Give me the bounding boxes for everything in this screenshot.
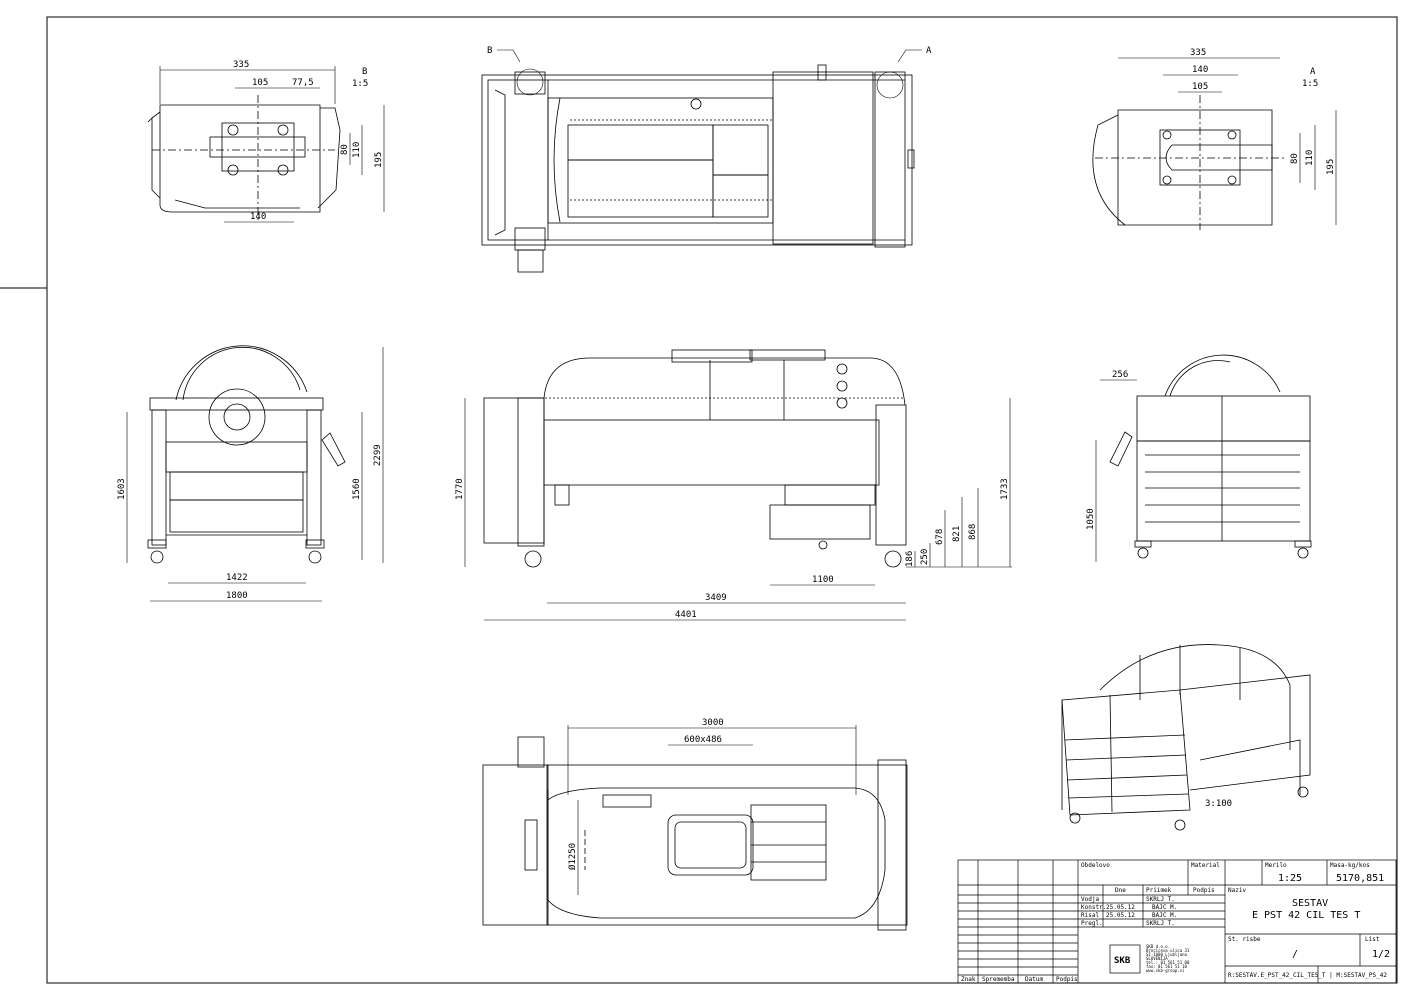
company-logo: SKB <box>1114 956 1131 966</box>
tb-merilo-value: 1:25 <box>1278 873 1302 884</box>
dim-140-a: 140 <box>1192 65 1208 75</box>
dim-1422: 1422 <box>226 573 248 583</box>
dim-2299: 2299 <box>373 444 383 466</box>
callout-a: A <box>926 46 932 56</box>
dim-868: 868 <box>968 524 978 540</box>
plan-view-dimensions <box>567 725 857 895</box>
detail-view-b <box>147 95 341 220</box>
dim-4401: 4401 <box>675 610 697 620</box>
detail-b-dimensions <box>159 66 385 223</box>
dim-335-b: 335 <box>233 60 249 70</box>
tb-path: R:SESTAV.E_PST_42_CIL_TES_T | M:SESTAV_P… <box>1228 972 1387 979</box>
tb-st-risbe-label: St. risbe <box>1228 936 1261 943</box>
isometric-view <box>1061 644 1311 831</box>
tb-row-role: Pregl. <box>1081 920 1103 927</box>
dim-1770: 1770 <box>455 478 465 500</box>
dim-600x486: 600x486 <box>684 735 722 745</box>
tb-row-name: BAJC M. <box>1152 904 1177 911</box>
plan-view <box>482 736 908 931</box>
rev-col-znak: Znak <box>961 976 976 983</box>
dim-1800: 1800 <box>226 591 248 601</box>
dim-821: 821 <box>952 526 962 542</box>
dim-256: 256 <box>1112 370 1128 380</box>
side-view <box>483 349 907 568</box>
detail-a-label: A <box>1310 67 1316 77</box>
tb-row-role: Vodja <box>1081 896 1099 903</box>
dim-3000: 3000 <box>702 718 724 728</box>
callouts <box>497 49 922 63</box>
tb-row-name: SKRLJ T. <box>1146 920 1175 927</box>
front-view-dimensions <box>126 347 384 602</box>
dim-105-b: 105 <box>252 78 268 88</box>
sheet-border <box>46 16 1398 984</box>
front-view <box>147 345 346 564</box>
top-view <box>481 64 915 273</box>
iso-scale-label: 3:100 <box>1205 799 1232 809</box>
dim-775-b: 77,5 <box>292 78 314 88</box>
detail-b-scale: 1:5 <box>352 79 368 89</box>
dim-diameter-1250: Ø1250 <box>567 843 578 870</box>
tb-podpis: Podpis <box>1193 887 1215 894</box>
tb-material: Material <box>1191 862 1220 869</box>
tb-dne: Dne <box>1115 887 1126 894</box>
tb-priimek: Priimek <box>1146 887 1172 894</box>
company-line: SI-1000 Ljubljana <box>1146 952 1188 957</box>
tb-list-value: 1/2 <box>1372 949 1390 960</box>
tb-masa-label: Masa-kg/kos <box>1330 862 1370 869</box>
dim-678: 678 <box>935 529 945 545</box>
detail-a-scale: 1:5 <box>1302 79 1318 89</box>
tb-row-name: SKRLJ T. <box>1146 896 1175 903</box>
tb-row-name: BAJC M. <box>1152 912 1177 919</box>
tb-title1: SESTAV <box>1292 898 1328 909</box>
tb-title2: E PST 42 CIL TES T <box>1252 910 1360 921</box>
tb-merilo-label: Merilo <box>1265 862 1287 869</box>
dim-1603: 1603 <box>117 478 127 500</box>
company-line: www.skb-group.si <box>1146 968 1185 973</box>
company-line: SLOVENIJA <box>1146 956 1168 961</box>
dim-1050: 1050 <box>1086 508 1096 530</box>
callout-b: B <box>487 46 492 56</box>
dim-80-a: 80 <box>1290 153 1300 164</box>
dim-80-b: 80 <box>340 144 350 155</box>
tb-list-label: List <box>1365 936 1380 943</box>
dim-195-a: 195 <box>1326 159 1336 175</box>
dim-186: 186 <box>905 551 915 567</box>
end-view <box>1109 354 1312 559</box>
tb-obdelovo: Obdelovo <box>1081 862 1110 869</box>
tb-row-role: Konstr. <box>1081 904 1106 911</box>
tb-st-risbe-value: / <box>1292 949 1298 960</box>
rev-col-datum: Datum <box>1025 976 1043 983</box>
tb-row-date: 25.05.12 <box>1106 904 1135 911</box>
detail-view-a <box>1092 95 1285 230</box>
title-block <box>957 859 1397 984</box>
tb-masa-value: 5170,851 <box>1336 873 1384 884</box>
tb-row-date: 25.05.12 <box>1106 912 1135 919</box>
dim-140-b: 140 <box>250 212 266 222</box>
dim-1560: 1560 <box>352 478 362 500</box>
tb-row-role: Risal <box>1081 912 1099 919</box>
dim-105-a: 105 <box>1192 82 1208 92</box>
side-view-dimensions <box>464 398 1012 621</box>
detail-b-label: B <box>362 67 367 77</box>
dim-1733: 1733 <box>1000 478 1010 500</box>
dim-335-a: 335 <box>1190 48 1206 58</box>
company-line: fax: 01 561 51 10 <box>1146 964 1188 969</box>
dim-3409: 3409 <box>705 593 727 603</box>
company-line: tel.: 01 561 51 00 <box>1146 960 1190 965</box>
dim-250: 250 <box>920 549 930 565</box>
dim-110-b: 110 <box>352 142 362 158</box>
company-line: SKB d.o.o. <box>1146 944 1170 949</box>
dim-110-a: 110 <box>1305 150 1315 166</box>
tb-naziv: Naziv <box>1228 887 1246 894</box>
rev-col-podpis: Podpis <box>1056 976 1078 983</box>
detail-a-dimensions <box>1118 57 1337 225</box>
company-line: Brnciceva ulica 31 <box>1146 948 1190 953</box>
end-view-dimensions <box>1095 379 1137 562</box>
dim-1100: 1100 <box>812 575 834 585</box>
rev-col-sprememba: Sprememba <box>982 976 1015 983</box>
dim-195-b: 195 <box>374 152 384 168</box>
